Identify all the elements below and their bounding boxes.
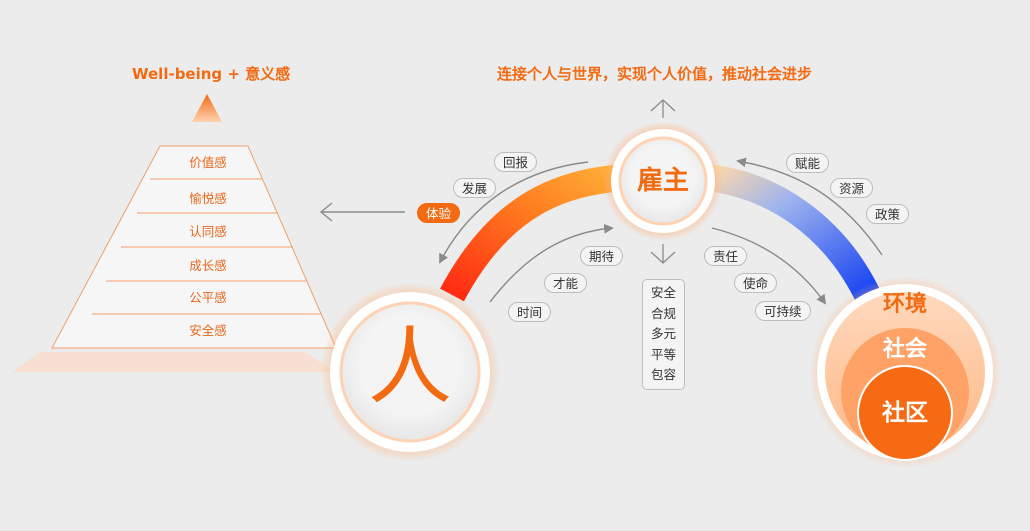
environment-label: 环境 xyxy=(882,292,927,317)
label-time: 时间 xyxy=(508,302,552,322)
label-resources: 资源 xyxy=(830,178,874,198)
pyramid-label-pleasure: 愉悦感 xyxy=(189,191,227,206)
value-compliance: 合规 xyxy=(650,305,676,321)
pyramid-label-value: 价值感 xyxy=(189,155,227,170)
pyramid-label-security: 安全感 xyxy=(189,323,227,338)
label-responsibility: 责任 xyxy=(704,246,748,266)
label-talent: 才能 xyxy=(544,273,588,293)
label-policy: 政策 xyxy=(866,204,910,224)
employer-label: 雇主 xyxy=(636,166,689,196)
pyramid-label-growth: 成长感 xyxy=(189,258,227,273)
value-safety: 安全 xyxy=(650,285,676,300)
pyramid-label-fairness: 公平感 xyxy=(189,290,227,305)
person-label: 人 xyxy=(367,318,452,416)
label-experience: 体验 xyxy=(417,203,461,223)
society-label: 社会 xyxy=(882,337,927,362)
top-title: 连接个人与世界，实现个人价值，推动社会进步 xyxy=(497,65,813,83)
community-label: 社区 xyxy=(882,400,928,426)
left-title: Well-being + 意义感 xyxy=(132,65,291,83)
label-empower: 赋能 xyxy=(786,153,830,173)
value-equality: 平等 xyxy=(650,346,676,362)
label-expectation: 期待 xyxy=(580,246,624,266)
label-sustainable: 可持续 xyxy=(755,301,811,321)
value-inclusion: 包容 xyxy=(650,367,676,382)
value-diversity: 多元 xyxy=(650,326,676,341)
label-return: 回报 xyxy=(494,152,538,172)
label-mission: 使命 xyxy=(734,273,778,293)
pyramid-label-identity: 认同感 xyxy=(189,224,227,239)
values-box: 安全 合规 多元 平等 包容 xyxy=(642,279,685,390)
label-development: 发展 xyxy=(453,178,497,198)
